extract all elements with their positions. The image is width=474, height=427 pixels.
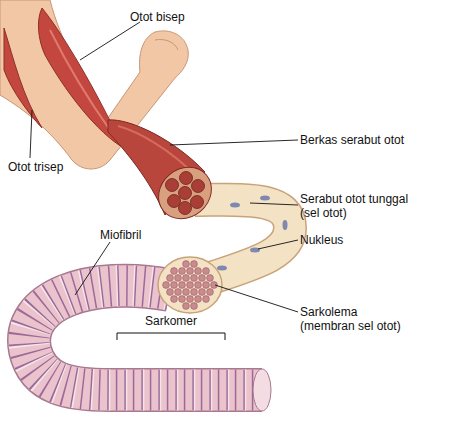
myofibril-circle	[203, 268, 210, 275]
myofibril-circle	[167, 275, 174, 282]
myofibril-tube	[29, 286, 262, 390]
myofibril-circle	[179, 282, 186, 289]
leader-line	[30, 22, 298, 312]
myofibril-circle	[183, 275, 190, 282]
myofibril-circle	[203, 296, 210, 303]
myofibril-circle	[167, 289, 174, 296]
myofibril-circle	[199, 289, 206, 296]
myofibril-circle	[183, 261, 190, 268]
leader-line	[215, 285, 298, 312]
sarcomere-bracket	[117, 333, 225, 340]
myofibril-tube	[253, 369, 271, 411]
myofibril-tube	[29, 286, 262, 390]
myofibril-circle	[191, 289, 198, 296]
myofibril-circle	[175, 289, 182, 296]
leader-line	[170, 140, 298, 145]
myofibril-circle	[195, 268, 202, 275]
part-label: Sarkolema (membran sel otot)	[300, 305, 410, 333]
myofibril-circle	[183, 303, 190, 310]
leader-line	[30, 110, 32, 158]
myofibril-circle	[179, 296, 186, 303]
single-fiber-tube	[230, 203, 240, 208]
myofibril-circle	[171, 268, 178, 275]
sarcomere-bracket	[117, 333, 225, 340]
myofibril-circle	[195, 296, 202, 303]
single-fiber-tube	[260, 196, 270, 201]
myofibril-circle	[183, 289, 190, 296]
fascicle-circle	[179, 187, 192, 200]
single-fiber-tube	[250, 248, 260, 253]
myofibril-circle	[187, 296, 194, 303]
part-label: Nukleus	[300, 233, 343, 247]
myofibril-tube	[29, 286, 271, 411]
leader-line	[75, 242, 110, 295]
myofibril-circle	[187, 268, 194, 275]
part-label: Berkas serabut otot	[300, 133, 404, 147]
triceps-muscle	[4, 28, 42, 128]
myofibril-circle	[191, 275, 198, 282]
leader-line	[258, 240, 298, 249]
myofibril-circle	[171, 282, 178, 289]
bundle-cross-section	[148, 157, 222, 230]
leader-line	[80, 22, 140, 60]
myofibril-circle	[195, 282, 202, 289]
myofibril-circle	[191, 303, 198, 310]
fascicle-circle	[179, 202, 192, 215]
myofibril-circle	[207, 289, 214, 296]
single-fiber-tube	[217, 266, 227, 271]
single-fiber-tube	[283, 220, 288, 230]
fascicle-circle	[166, 179, 179, 192]
biceps-muscle	[50, 30, 110, 130]
myofibril-tube	[29, 286, 262, 390]
leader-line	[250, 203, 298, 205]
bundle-cross-section	[148, 157, 222, 230]
myofibril-circle	[171, 296, 178, 303]
fascicle-circle	[191, 196, 204, 209]
fiber-cross-section	[158, 257, 222, 313]
myofibril-tube	[29, 286, 262, 390]
part-label: Sarkomer	[145, 314, 197, 328]
part-label: Otot bisep	[130, 10, 185, 24]
fiber-cross-section	[158, 257, 222, 313]
myofibril-circle	[179, 268, 186, 275]
myofibril-circle	[199, 275, 206, 282]
triceps-muscle	[4, 28, 42, 128]
part-label: Otot trisep	[8, 160, 63, 174]
part-label: Serabut otot tunggal (sel otot)	[300, 192, 425, 220]
myofibril-circle	[175, 275, 182, 282]
fascicle-circle	[192, 180, 205, 193]
myofibril-circle	[163, 282, 170, 289]
myofibril-circle	[207, 275, 214, 282]
myofibril-circle	[187, 282, 194, 289]
part-label: Miofibril	[100, 228, 141, 242]
myofibril-circle	[203, 282, 210, 289]
arm-skin	[155, 39, 178, 50]
myofibril-circle	[191, 261, 198, 268]
fascicle-circle	[180, 172, 193, 185]
